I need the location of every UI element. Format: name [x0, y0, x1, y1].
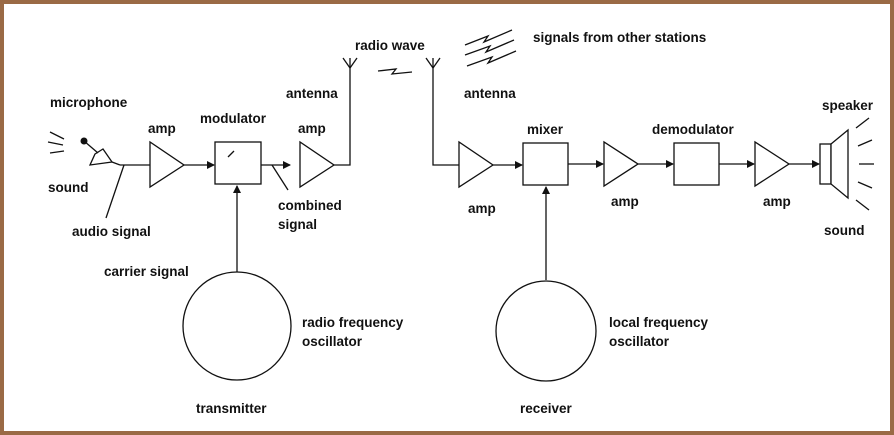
audio-signal-leader — [105, 164, 125, 219]
transmitter-label: transmitter — [196, 401, 267, 416]
combined-signal-leader — [271, 164, 289, 191]
carrier-signal-label: carrier signal — [104, 264, 189, 279]
lf-oscillator-label-1: local frequency — [609, 315, 709, 330]
rx-antenna-feed — [432, 68, 459, 166]
speaker-label: speaker — [822, 98, 874, 113]
radio-wave-bolt — [377, 68, 413, 75]
combined-signal-label-1: combined — [278, 198, 342, 213]
sound-out-label: sound — [824, 223, 865, 238]
local-oscillator-circle — [495, 280, 597, 382]
tx-antenna-feed — [334, 68, 351, 166]
sound-in-label: sound — [48, 180, 89, 195]
modulator-mark — [227, 150, 235, 158]
microphone-label: microphone — [50, 95, 128, 110]
demodulator-box — [673, 142, 720, 186]
lf-oscillator-label-2: oscillator — [609, 334, 670, 349]
demodulator-label: demodulator — [652, 122, 734, 137]
mixer-label: mixer — [527, 122, 564, 137]
amp-rx1-triangle — [458, 140, 495, 189]
amp-rx2-triangle — [603, 140, 640, 188]
amp-rx3-triangle — [754, 140, 791, 188]
rf-oscillator-label-2: oscillator — [302, 334, 363, 349]
amp-rx1-label: amp — [468, 201, 496, 216]
amp-mic-triangle — [149, 140, 186, 189]
rx-antenna-icon — [425, 57, 441, 69]
amp-tx-label: amp — [298, 121, 326, 136]
mixer-box — [522, 142, 569, 186]
amp-rx3-label: amp — [763, 194, 791, 209]
antenna-tx-label: antenna — [286, 86, 338, 101]
receiver-label: receiver — [520, 401, 573, 416]
radio-wave-label: radio wave — [355, 38, 425, 53]
speaker-icon — [819, 117, 874, 211]
tx-antenna-icon — [342, 57, 358, 69]
rf-oscillator-circle — [182, 271, 292, 381]
amp-mic-label: amp — [148, 121, 176, 136]
amp-rx2-label: amp — [611, 194, 639, 209]
antenna-rx-label: antenna — [464, 86, 516, 101]
combined-signal-label-2: signal — [278, 217, 317, 232]
signals-other-label: signals from other stations — [533, 30, 706, 45]
other-stations-bolts — [464, 29, 517, 67]
rf-oscillator-label-1: radio frequency — [302, 315, 404, 330]
modulator-label: modulator — [200, 111, 267, 126]
microphone-icon — [47, 131, 121, 166]
amp-tx-triangle — [299, 140, 336, 189]
audio-signal-label: audio signal — [72, 224, 151, 239]
modulator-box — [214, 141, 262, 185]
